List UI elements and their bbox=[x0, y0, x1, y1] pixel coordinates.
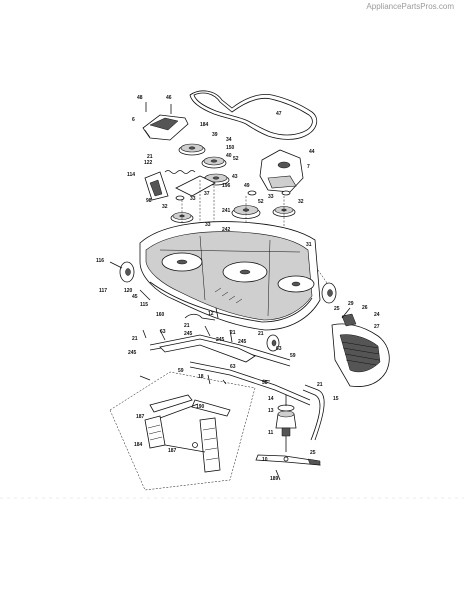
front-hanger-rod bbox=[184, 313, 216, 321]
callout: 63 bbox=[230, 364, 236, 370]
callout: 245 bbox=[184, 331, 193, 337]
belt-guard-part-6 bbox=[142, 114, 189, 141]
callout: 47 bbox=[276, 111, 282, 117]
mower-deck-housing bbox=[139, 221, 321, 331]
callout: 21 bbox=[258, 331, 264, 337]
spindle-assembly bbox=[275, 395, 297, 452]
callout: 116 bbox=[96, 258, 104, 264]
callout: 63 bbox=[160, 329, 166, 335]
callout: 245 bbox=[216, 337, 225, 343]
callout: 26 bbox=[362, 305, 368, 311]
idler-arm-bracket bbox=[144, 171, 216, 201]
callout: 46 bbox=[166, 95, 172, 101]
lift-linkage bbox=[139, 325, 311, 406]
callout: 32 bbox=[298, 199, 304, 205]
spindle-pulley-center bbox=[231, 205, 261, 219]
callout: 39 bbox=[212, 132, 218, 138]
bolt-icon bbox=[145, 102, 172, 114]
callout: 52 bbox=[258, 199, 264, 205]
callout: 122 bbox=[144, 160, 153, 166]
callout: 117 bbox=[99, 288, 107, 294]
callout: 24 bbox=[374, 312, 380, 318]
callout: 34 bbox=[226, 137, 232, 143]
callout: 49 bbox=[244, 183, 250, 189]
callout: 43 bbox=[232, 174, 238, 180]
callout: 150 bbox=[226, 145, 235, 151]
callout: 59 bbox=[290, 353, 296, 359]
callout: 120 bbox=[124, 288, 133, 294]
v-belt-part-47 bbox=[189, 90, 318, 140]
spring-part-114 bbox=[164, 170, 196, 174]
callout: 40 bbox=[226, 153, 232, 159]
gauge-wheel-rear bbox=[266, 334, 280, 352]
callout: 245 bbox=[238, 339, 247, 345]
gauge-wheel-left bbox=[119, 261, 135, 283]
callout: 98 bbox=[146, 198, 152, 204]
callout: 114 bbox=[127, 172, 135, 178]
callout: 196 bbox=[222, 183, 231, 189]
callout: 115 bbox=[140, 302, 148, 308]
detail-inset bbox=[109, 371, 256, 491]
callout: 21 bbox=[147, 154, 153, 160]
callout: 52 bbox=[233, 156, 239, 162]
callout: 21 bbox=[317, 382, 323, 388]
discharge-chute-part-27 bbox=[331, 307, 390, 387]
callout: 241 bbox=[222, 208, 231, 214]
callout: 7 bbox=[307, 164, 310, 170]
callout-labels: 48 46 6 47 184 39 34 150 40 52 43 196 37… bbox=[96, 95, 380, 482]
callout: 25 bbox=[310, 450, 316, 456]
nut-icon bbox=[175, 190, 291, 201]
callout: 21 bbox=[230, 330, 236, 336]
idler-pulley-part-52 bbox=[201, 156, 227, 169]
callout: 59 bbox=[178, 368, 184, 374]
callout: 160 bbox=[156, 312, 165, 318]
callout: 58 bbox=[262, 380, 268, 386]
callout: 21 bbox=[184, 323, 190, 329]
callout: 31 bbox=[306, 242, 312, 248]
callout: 25 bbox=[334, 306, 340, 312]
callout: 63 bbox=[276, 346, 282, 352]
callout: 33 bbox=[190, 196, 196, 202]
callout: 12 bbox=[208, 311, 214, 317]
callout: 18 bbox=[198, 374, 204, 380]
callout: 15 bbox=[333, 396, 339, 402]
callout: 14 bbox=[268, 396, 274, 402]
belt-guard-part-7 bbox=[259, 149, 304, 193]
callout: 11 bbox=[268, 430, 274, 436]
callout: 13 bbox=[268, 408, 274, 414]
callout: 184 bbox=[200, 122, 209, 128]
callout: 10 bbox=[262, 457, 268, 463]
watermark-text: AppliancePartsPros.com bbox=[366, 2, 454, 11]
callout: 190 bbox=[196, 404, 205, 410]
callout: 44 bbox=[309, 149, 315, 155]
callout: 187 bbox=[168, 448, 177, 454]
callout: 242 bbox=[222, 227, 231, 233]
callout: 6 bbox=[132, 117, 135, 123]
callout: 245 bbox=[128, 350, 137, 356]
callout: 189 bbox=[270, 476, 279, 482]
callout: 184 bbox=[134, 442, 143, 448]
deck-arm-part-58 bbox=[302, 384, 325, 441]
idler-pulley-part-39 bbox=[178, 143, 206, 156]
callout: 37 bbox=[204, 191, 210, 197]
callout: 27 bbox=[374, 324, 380, 330]
callout: 32 bbox=[162, 204, 168, 210]
callout: 21 bbox=[132, 336, 138, 342]
gauge-wheel-right bbox=[321, 282, 337, 304]
callout: 33 bbox=[205, 222, 211, 228]
callout: 29 bbox=[348, 301, 354, 307]
callout: 33 bbox=[268, 194, 274, 200]
callout: 48 bbox=[137, 95, 143, 101]
callout: 187 bbox=[136, 414, 145, 420]
mower-blade-part-10 bbox=[255, 454, 321, 466]
callout: 45 bbox=[132, 294, 138, 300]
hardware-bolts bbox=[142, 307, 271, 385]
